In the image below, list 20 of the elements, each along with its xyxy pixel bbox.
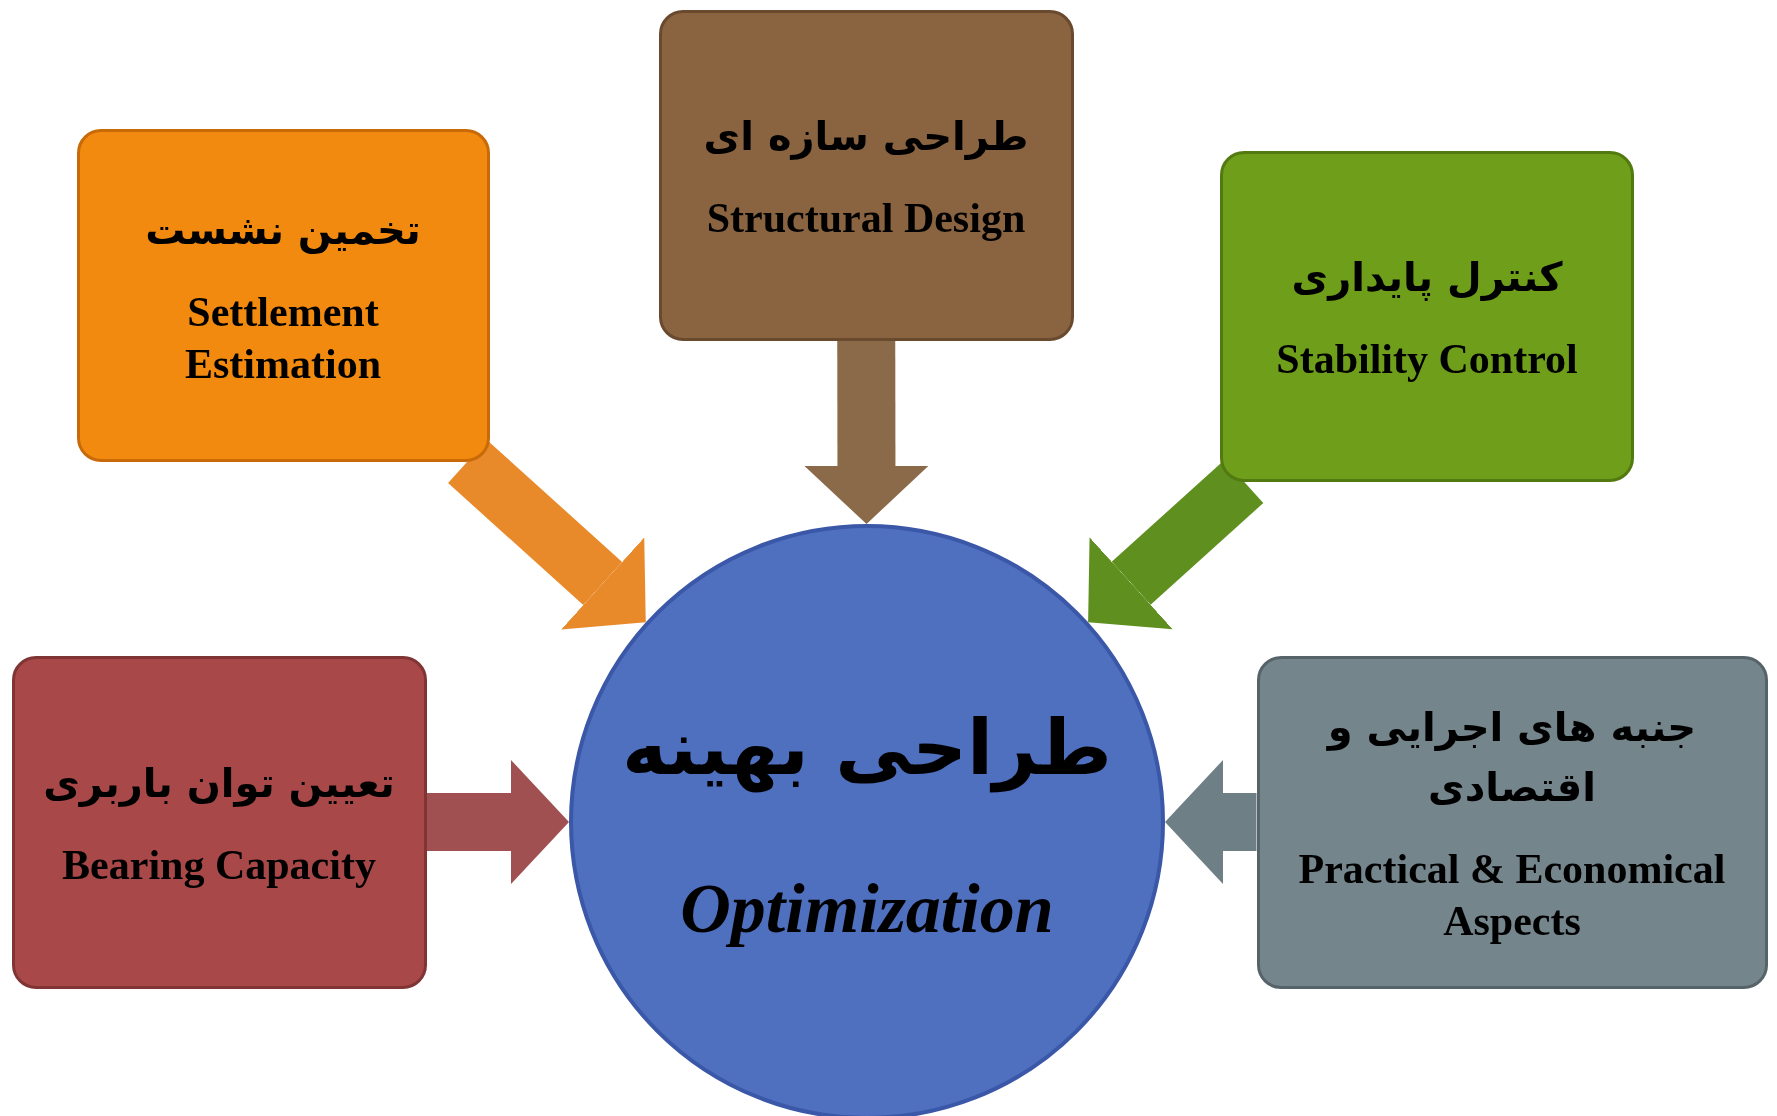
block-arrow xyxy=(448,440,646,630)
topic-box xyxy=(1256,655,1768,989)
persian-label: طراحی سازه ای xyxy=(703,111,1029,162)
persian-label: جنبه های اجرایی و اقتصادی xyxy=(1325,702,1698,812)
english-label: Settlement Estimation xyxy=(184,287,382,389)
english-label: Optimization xyxy=(680,869,1054,950)
english-label: Stability Control xyxy=(1276,334,1578,384)
topic-box xyxy=(11,655,427,989)
persian-label: طراحی بهینه xyxy=(622,702,1112,795)
english-label: Bearing Capacity xyxy=(62,840,376,890)
topic-box xyxy=(658,9,1074,341)
persian-label: کنترل پایداری xyxy=(1291,252,1563,303)
english-label: Structural Design xyxy=(706,193,1026,243)
topic-box xyxy=(1220,150,1634,482)
persian-label: تخمین نشست xyxy=(145,205,421,256)
block-arrow xyxy=(804,340,929,524)
topic-box xyxy=(76,128,490,462)
english-label: Practical & Economical Aspects xyxy=(1297,844,1727,946)
persian-label: تعیین توان باربری xyxy=(43,758,395,809)
block-arrow xyxy=(426,760,569,884)
